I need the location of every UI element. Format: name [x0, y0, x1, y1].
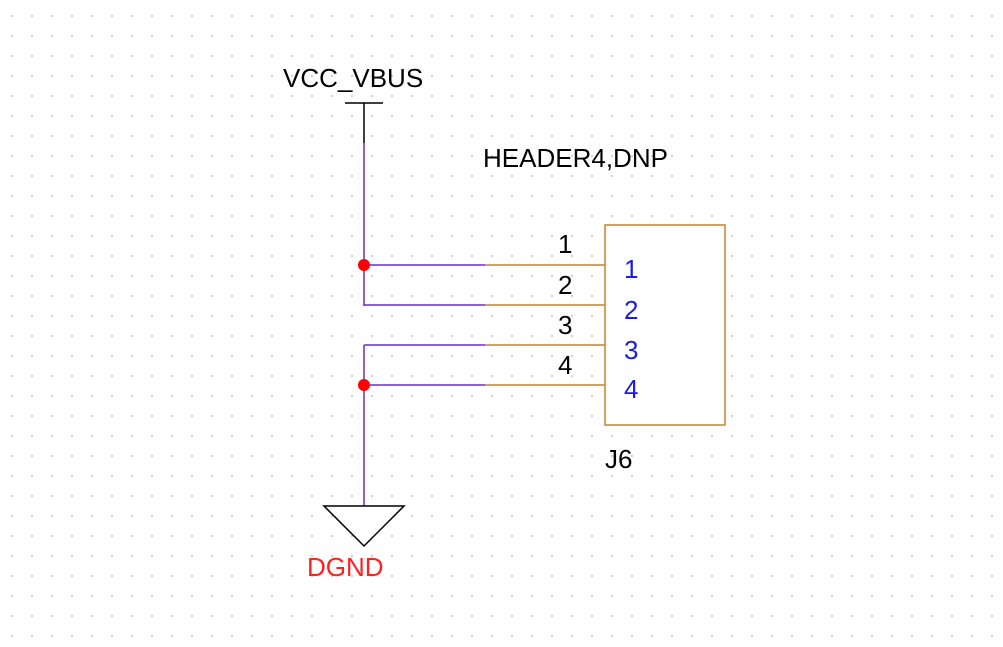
ground-net-label: DGND — [307, 552, 384, 582]
connector-value-label[interactable]: HEADER4,DNP — [483, 143, 668, 173]
pin-name-2: 2 — [624, 295, 638, 325]
pin-number-1: 1 — [558, 229, 572, 259]
junction-dot-vcc — [358, 259, 370, 271]
junction-dot-gnd — [358, 379, 370, 391]
pin-name-1: 1 — [624, 254, 638, 284]
connector-pins — [485, 264, 605, 386]
ground-port-dgnd[interactable]: DGND — [307, 505, 406, 582]
gnd-net-wires[interactable] — [363, 344, 485, 506]
pin-name-4: 4 — [624, 374, 638, 404]
pin-number-4: 4 — [558, 350, 572, 380]
connector-refdes[interactable]: J6 — [605, 444, 632, 474]
ground-symbol — [322, 505, 406, 548]
power-net-label: VCC_VBUS — [283, 63, 423, 93]
connector-body[interactable] — [604, 224, 726, 426]
pin-name-3: 3 — [624, 335, 638, 365]
pin-number-3: 3 — [558, 310, 572, 340]
pin-number-2: 2 — [558, 270, 572, 300]
vcc-net-wires[interactable] — [363, 143, 485, 306]
power-port-vcc-vbus[interactable]: VCC_VBUS — [283, 63, 423, 143]
